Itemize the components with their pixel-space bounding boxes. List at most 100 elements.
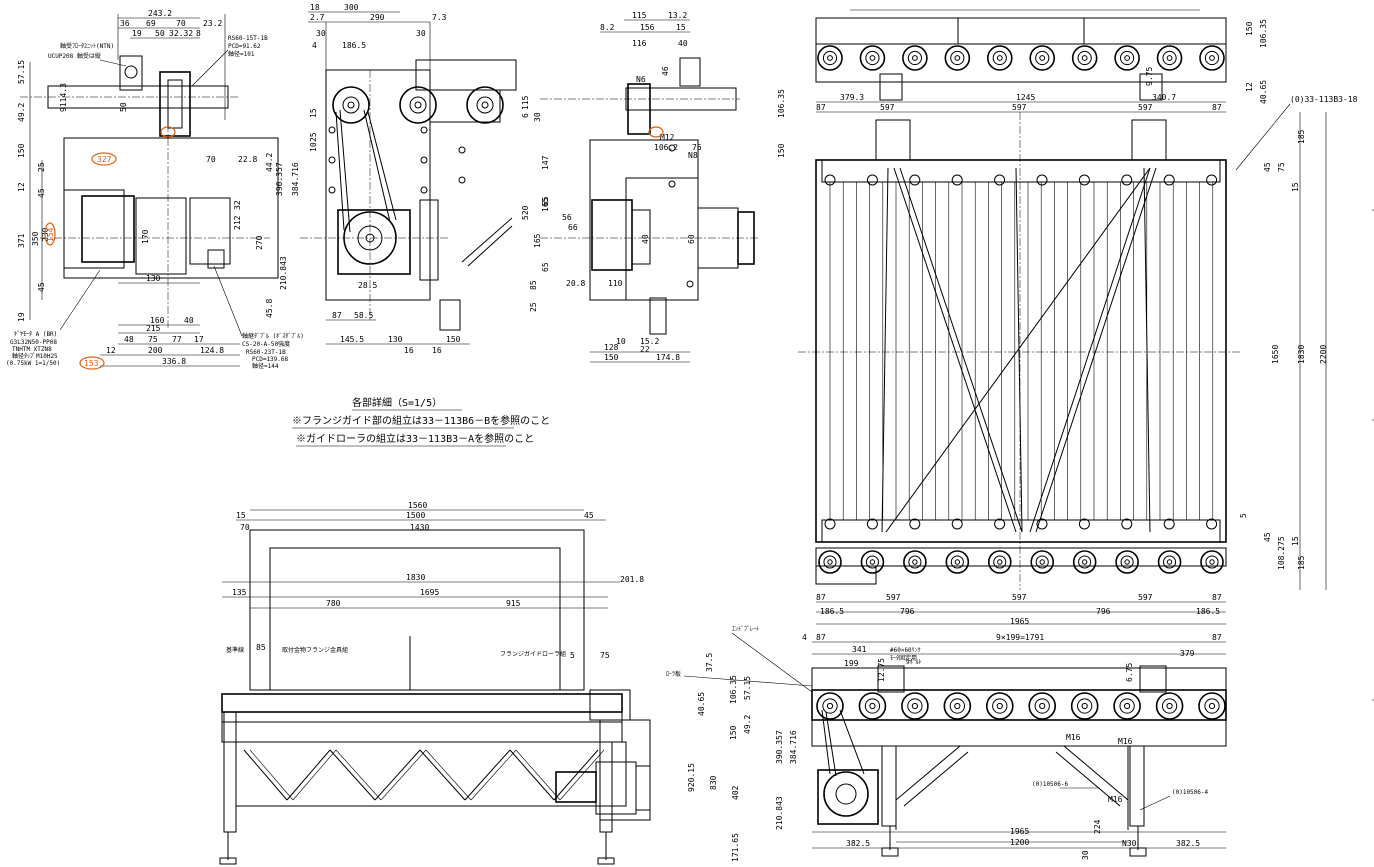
dim-label: 830 xyxy=(709,775,718,790)
dim-label: 19 xyxy=(132,29,142,38)
dim-label: 49.2 xyxy=(743,715,752,734)
dim-label: 75 xyxy=(1277,162,1286,172)
dim-label: 270 xyxy=(255,235,264,250)
roller-sprocket xyxy=(943,692,972,720)
roller-sprocket xyxy=(860,550,885,574)
dim-label: 15.2 xyxy=(640,337,659,346)
dim-label: 350 xyxy=(31,231,40,246)
dim-label: 8.2 xyxy=(600,23,615,32)
end-roller xyxy=(866,518,878,530)
dim-label: 40.65 xyxy=(697,692,706,716)
truss-member xyxy=(374,749,421,801)
dim-label: 25 xyxy=(309,132,318,142)
dim-label: 23.2 xyxy=(203,19,222,28)
callout-gearmotor-spec: (0.75kW 1=1/50) xyxy=(6,360,60,367)
roller-sprocket xyxy=(858,692,887,720)
roller-sprocket xyxy=(987,550,1012,574)
dim-label: 135 xyxy=(232,588,247,597)
callout-ref-lower: (0)10506-4 xyxy=(1172,789,1209,796)
dim-label: 106.35 xyxy=(777,89,786,118)
dim-label: 30 xyxy=(1081,850,1090,860)
dim-label: 70 xyxy=(240,523,250,532)
sprocket-top xyxy=(399,86,437,124)
dim-label: 7.3 xyxy=(432,13,447,22)
dim-label: 12 xyxy=(1245,82,1254,92)
dim-label: 13.2 xyxy=(668,11,687,20)
dim-label: 40 xyxy=(641,234,650,244)
roller-sprocket xyxy=(1155,692,1184,720)
dim-label: 384.716 xyxy=(291,162,300,196)
dim-label: 15 xyxy=(236,511,246,520)
dim-label: 185 xyxy=(1297,555,1306,570)
highlight-mark xyxy=(44,222,56,246)
dim-label: 87 xyxy=(816,103,826,112)
dim-label: 402 xyxy=(731,785,740,800)
callout-gearmotor-spec: 軸径ﾀｯﾌﾟM10H25 xyxy=(12,352,58,360)
dim-label: 65 xyxy=(541,262,550,272)
dim-label: 9.75 xyxy=(1145,67,1154,86)
dim-label: M16 xyxy=(1118,737,1133,746)
dim-label: 10 xyxy=(309,142,318,152)
dim-label: 796 xyxy=(900,607,915,616)
dim-label: 379.3 xyxy=(840,93,864,102)
detail-notes: 各部詳細（S=1/5） ※フランジガイド部の組立は33－113B6－Bを参照のこ… xyxy=(292,396,550,447)
dim-label: 185 xyxy=(1297,129,1306,144)
roller-sprocket xyxy=(1072,550,1097,574)
callout-coupling-model: CS-20-A-50強度 xyxy=(242,340,290,348)
dim-label: 40.65 xyxy=(1259,80,1268,104)
end-roller xyxy=(909,174,921,186)
dim-label: 186.5 xyxy=(1196,607,1220,616)
dim-label: 597 xyxy=(1138,103,1153,112)
truss-member xyxy=(553,749,599,801)
frame-truss xyxy=(243,749,605,801)
end-roller xyxy=(909,518,921,530)
dim-label: 77 xyxy=(172,335,182,344)
truss-member xyxy=(329,749,376,801)
truss-member xyxy=(509,749,555,801)
dim-label: 796 xyxy=(1096,607,1111,616)
dim-label: 124.8 xyxy=(200,346,224,355)
dim-label: 201.8 xyxy=(620,575,644,584)
dim-label: 340.7 xyxy=(1152,93,1176,102)
side-rollers-row xyxy=(816,692,1226,720)
dim-label: 15 xyxy=(1291,536,1300,546)
dim-label: 87 xyxy=(1212,633,1222,642)
callout-link-bolt: 9ﾎﾞﾙﾄ xyxy=(906,659,922,666)
roller-sprocket xyxy=(901,692,929,720)
dim-label: 87 xyxy=(1212,103,1222,112)
roller-sprocket xyxy=(817,45,843,71)
dim-label: 115 xyxy=(632,11,647,20)
dim-label: 160 xyxy=(150,316,165,325)
note-guide-roller: ※ガイドローラの組立は33－113B3－Aを参照のこと xyxy=(296,432,534,445)
truss-member xyxy=(292,749,337,801)
dim-label: 45 xyxy=(37,188,46,198)
dim-label: 210.843 xyxy=(279,256,288,290)
dim-label: 10 xyxy=(616,337,626,346)
dim-label: 9114.3 xyxy=(59,83,68,112)
callout-sprocket2: RS60-23T-1B xyxy=(246,349,286,356)
dim-label: 12 xyxy=(17,182,26,192)
roller-sprocket xyxy=(902,45,928,71)
dim-label: 212 xyxy=(233,215,242,230)
dim-label: 371 xyxy=(17,233,26,248)
dim-label: 106.35 xyxy=(1259,19,1268,48)
dim-label: 6 xyxy=(521,113,530,118)
dim-label: 16 xyxy=(432,346,442,355)
roller-sprocket xyxy=(1200,550,1224,574)
dim-label: 200 xyxy=(148,346,163,355)
dim-label: 106.2 xyxy=(654,143,678,152)
dim-label: 170 xyxy=(141,229,150,244)
end-roller xyxy=(866,174,878,186)
label-flange-assembly: 取付金物フランジ金具組 xyxy=(282,646,348,654)
dim-label: 50 xyxy=(119,102,128,112)
end-roller xyxy=(1078,174,1090,186)
dim-label: 15 xyxy=(1291,182,1300,192)
dim-label: 32 xyxy=(233,200,242,210)
dim-label: 1650 xyxy=(1271,345,1280,364)
dim-label: 75 xyxy=(692,143,702,152)
label-flange-guide: フランジガイドローラ組 xyxy=(500,650,566,658)
dim-label: 199 xyxy=(844,659,859,668)
truss-member xyxy=(425,749,472,801)
dim-label: 25 xyxy=(529,302,538,312)
dim-label: 36 xyxy=(120,19,130,28)
